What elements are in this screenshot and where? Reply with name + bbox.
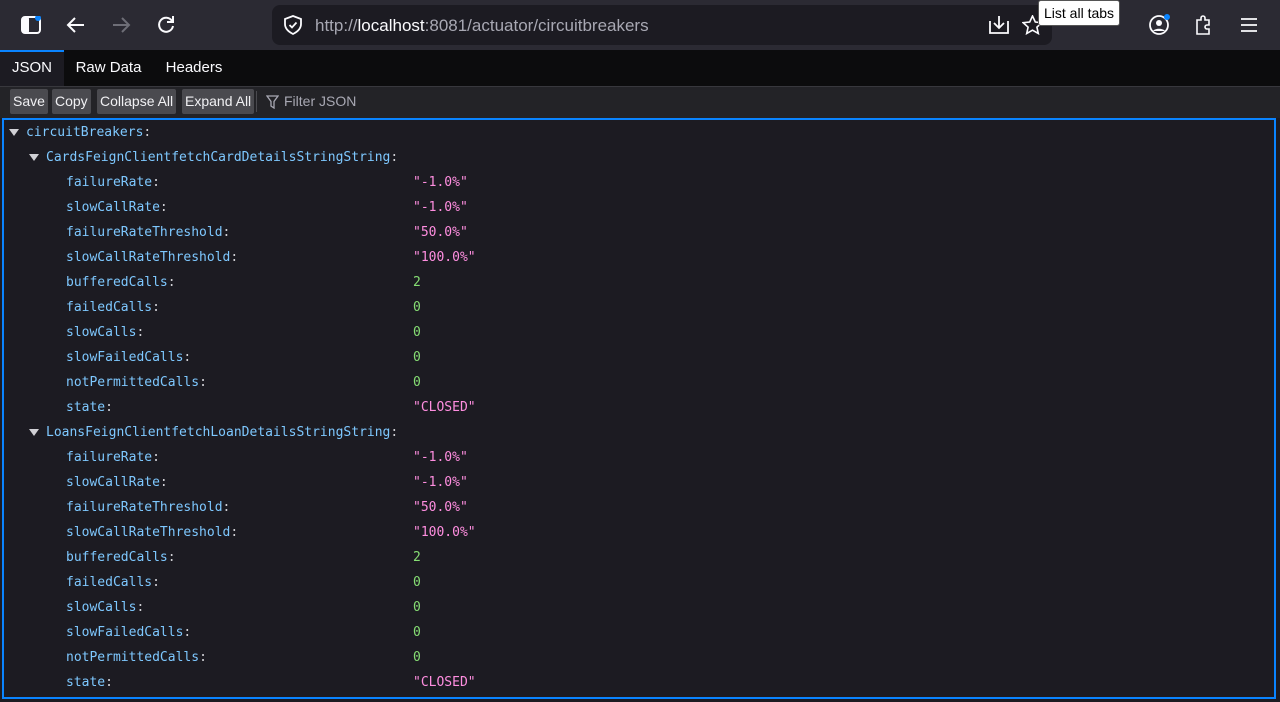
json-key: slowFailedCalls: (66, 625, 192, 640)
json-key: state: (66, 675, 113, 690)
tree-row-root[interactable]: circuitBreakers: (4, 120, 1274, 145)
json-value: 0 (413, 375, 421, 390)
json-key: slowCalls: (66, 325, 145, 340)
browser-toolbar: http://localhost:8081/actuator/circuitbr… (0, 0, 1280, 50)
json-key: failureRateThreshold: (66, 225, 231, 240)
json-value: 0 (413, 650, 421, 665)
tree-row-field[interactable]: slowCalls: 0 (4, 320, 1274, 345)
json-key: failureRate: (66, 175, 160, 190)
json-tree: circuitBreakers: CardsFeignClientfetchCar… (2, 118, 1276, 699)
viewer-tabs: JSON Raw Data Headers (0, 50, 1280, 87)
tree-row-breaker[interactable]: LoansFeignClientfetchLoanDetailsStringSt… (4, 420, 1274, 445)
json-key: failureRateThreshold: (66, 500, 231, 515)
tab-json[interactable]: JSON (0, 50, 64, 86)
json-value: "-1.0%" (413, 475, 468, 490)
json-key: notPermittedCalls: (66, 650, 207, 665)
tree-row-field[interactable]: failedCalls: 0 (4, 295, 1274, 320)
json-key: slowFailedCalls: (66, 350, 192, 365)
forward-icon[interactable] (105, 9, 137, 41)
tree-row-field[interactable]: slowCallRate: "-1.0%" (4, 195, 1274, 220)
tree-row-field[interactable]: failureRateThreshold: "50.0%" (4, 220, 1274, 245)
expand-toggle-icon[interactable] (29, 154, 39, 161)
json-value: 2 (413, 275, 421, 290)
json-key: notPermittedCalls: (66, 375, 207, 390)
json-key: bufferedCalls: (66, 275, 176, 290)
tree-row-field[interactable]: slowCallRate: "-1.0%" (4, 470, 1274, 495)
url-scheme: http:// (315, 16, 358, 35)
json-value: 2 (413, 550, 421, 565)
json-value: "-1.0%" (413, 175, 468, 190)
tree-row-field[interactable]: failureRateThreshold: "50.0%" (4, 495, 1274, 520)
save-button[interactable]: Save (10, 89, 48, 114)
tree-row-field[interactable]: slowFailedCalls: 0 (4, 620, 1274, 645)
filter-json-input[interactable]: Filter JSON (265, 89, 357, 114)
tree-row-field[interactable]: bufferedCalls: 2 (4, 545, 1274, 570)
json-value: 0 (413, 325, 421, 340)
json-key: LoansFeignClientfetchLoanDetailsStringSt… (46, 425, 399, 440)
list-all-tabs-tooltip: List all tabs (1038, 0, 1121, 26)
tree-row-field[interactable]: notPermittedCalls: 0 (4, 370, 1274, 395)
tree-row-field[interactable]: state: "CLOSED" (4, 395, 1274, 420)
tree-row-field[interactable]: slowCalls: 0 (4, 595, 1274, 620)
tree-row-field[interactable]: slowFailedCalls: 0 (4, 345, 1274, 370)
json-value: "CLOSED" (413, 400, 476, 415)
tree-row-field[interactable]: slowCallRateThreshold: "100.0%" (4, 245, 1274, 270)
tree-row-field[interactable]: slowCallRateThreshold: "100.0%" (4, 520, 1274, 545)
url-path: :8081/actuator/circuitbreakers (424, 16, 649, 35)
back-icon[interactable] (60, 9, 92, 41)
tree-row-field[interactable]: state: "CLOSED" (4, 670, 1274, 695)
tab-raw-data[interactable]: Raw Data (75, 59, 142, 76)
expand-all-button[interactable]: Expand All (182, 89, 255, 114)
expand-toggle-icon[interactable] (29, 429, 39, 436)
json-key: slowCallRate: (66, 200, 168, 215)
filter-icon (265, 95, 280, 110)
tab-headers[interactable]: Headers (165, 59, 223, 76)
json-toolbar: Save Copy Collapse All Expand All Filter… (0, 87, 1280, 118)
filter-placeholder: Filter JSON (284, 93, 357, 109)
json-key: CardsFeignClientfetchCardDetailsStringSt… (46, 150, 399, 165)
tree-row-field[interactable]: bufferedCalls: 2 (4, 270, 1274, 295)
json-value: "50.0%" (413, 500, 468, 515)
json-value: "50.0%" (413, 225, 468, 240)
reload-icon[interactable] (150, 9, 182, 41)
json-value: "100.0%" (413, 525, 476, 540)
json-key: state: (66, 400, 113, 415)
json-key: failureRate: (66, 450, 160, 465)
json-value: 0 (413, 600, 421, 615)
url-bar[interactable]: http://localhost:8081/actuator/circuitbr… (272, 5, 1052, 45)
json-value: "-1.0%" (413, 450, 468, 465)
json-key: slowCallRate: (66, 475, 168, 490)
sidebar-toggle-icon[interactable] (15, 9, 47, 41)
url-text[interactable]: http://localhost:8081/actuator/circuitbr… (315, 16, 649, 36)
account-icon[interactable] (1143, 9, 1175, 41)
json-value: "100.0%" (413, 250, 476, 265)
url-host: localhost (357, 16, 425, 35)
json-value: 0 (413, 300, 421, 315)
tree-row-field[interactable]: failureRate: "-1.0%" (4, 170, 1274, 195)
json-value: 0 (413, 625, 421, 640)
extensions-icon[interactable] (1188, 9, 1220, 41)
json-value: 0 (413, 575, 421, 590)
json-key: failedCalls: (66, 300, 160, 315)
download-icon[interactable] (988, 15, 1010, 40)
toolbar-divider (256, 91, 257, 112)
tree-row-field[interactable]: failureRate: "-1.0%" (4, 445, 1274, 470)
json-key: slowCallRateThreshold: (66, 525, 239, 540)
tree-row-field[interactable]: failedCalls: 0 (4, 570, 1274, 595)
tree-row-breaker[interactable]: CardsFeignClientfetchCardDetailsStringSt… (4, 145, 1274, 170)
expand-toggle-icon[interactable] (9, 129, 19, 136)
collapse-all-button[interactable]: Collapse All (97, 89, 177, 114)
menu-icon[interactable] (1233, 9, 1265, 41)
json-key: circuitBreakers: (26, 125, 152, 140)
json-value: 0 (413, 350, 421, 365)
json-value: "CLOSED" (413, 675, 476, 690)
json-key: failedCalls: (66, 575, 160, 590)
shield-icon[interactable] (283, 15, 303, 40)
tree-row-field[interactable]: notPermittedCalls: 0 (4, 645, 1274, 670)
copy-button[interactable]: Copy (52, 89, 91, 114)
json-key: bufferedCalls: (66, 550, 176, 565)
json-key: slowCalls: (66, 600, 145, 615)
json-key: slowCallRateThreshold: (66, 250, 239, 265)
json-value: "-1.0%" (413, 200, 468, 215)
